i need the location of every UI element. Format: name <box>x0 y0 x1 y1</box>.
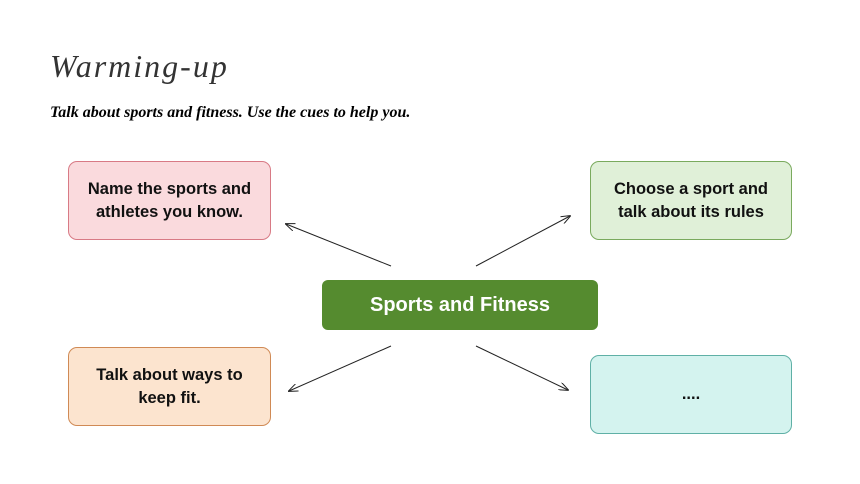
cue-text-sport-rules: Choose a sport and talk about its rules <box>613 179 769 221</box>
center-topic-box: Sports and Fitness <box>322 280 598 330</box>
arrow-to-bottom-right <box>475 345 568 390</box>
cue-text-sports-athletes: Name the sports and athletes you know. <box>87 179 252 221</box>
instruction-text: Talk about sports and fitness. Use the c… <box>50 104 411 121</box>
cue-box-more: .... <box>590 355 792 434</box>
cue-box-sports-athletes: Name the sports and athletes you know. <box>68 161 271 240</box>
page-title: Warming-up <box>50 48 229 84</box>
arrow-to-bottom-left <box>289 345 392 391</box>
cue-box-sport-rules: Choose a sport and talk about its rules <box>590 161 792 240</box>
arrow-to-top-right <box>475 216 570 267</box>
cue-text-keep-fit: Talk about ways to keep fit. <box>96 365 243 407</box>
cue-box-keep-fit: Talk about ways to keep fit. <box>68 347 271 426</box>
center-topic-label: Sports and Fitness <box>369 293 551 316</box>
cue-text-more: .... <box>681 385 701 403</box>
arrow-to-top-left <box>286 224 392 267</box>
